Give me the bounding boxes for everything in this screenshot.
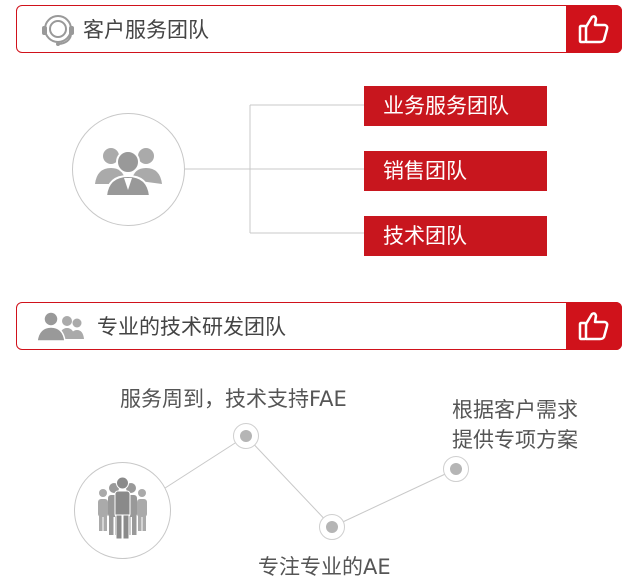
- timeline-node: [233, 423, 259, 449]
- team-tag-business-service: 业务服务团队: [364, 86, 547, 126]
- thumbs-up-icon: [578, 312, 609, 341]
- point-focus-ae: 专注专业的AE: [258, 555, 391, 579]
- timeline-node: [319, 514, 345, 540]
- team-tag-sales: 销售团队: [364, 151, 547, 191]
- point-custom-solution-line1: 根据客户需求: [452, 398, 578, 422]
- thumbs-up-button[interactable]: [566, 302, 622, 350]
- team-tag-technical: 技术团队: [364, 216, 547, 256]
- point-service-fae: 服务周到，技术支持FAE: [120, 387, 347, 411]
- customer-service-header: 客户服务团队: [16, 5, 622, 53]
- section-title: 客户服务团队: [83, 18, 209, 42]
- team-icon: [33, 309, 87, 345]
- headset-icon: [39, 12, 77, 48]
- section-title: 专业的技术研发团队: [97, 315, 286, 339]
- people-group-icon: [72, 113, 185, 226]
- point-custom-solution-line2: 提供专项方案: [452, 428, 578, 452]
- timeline-node: [443, 456, 469, 482]
- thumbs-up-icon: [578, 15, 609, 44]
- rd-team-header: 专业的技术研发团队: [16, 302, 622, 350]
- standing-people-icon: [74, 462, 171, 559]
- thumbs-up-button[interactable]: [566, 5, 622, 53]
